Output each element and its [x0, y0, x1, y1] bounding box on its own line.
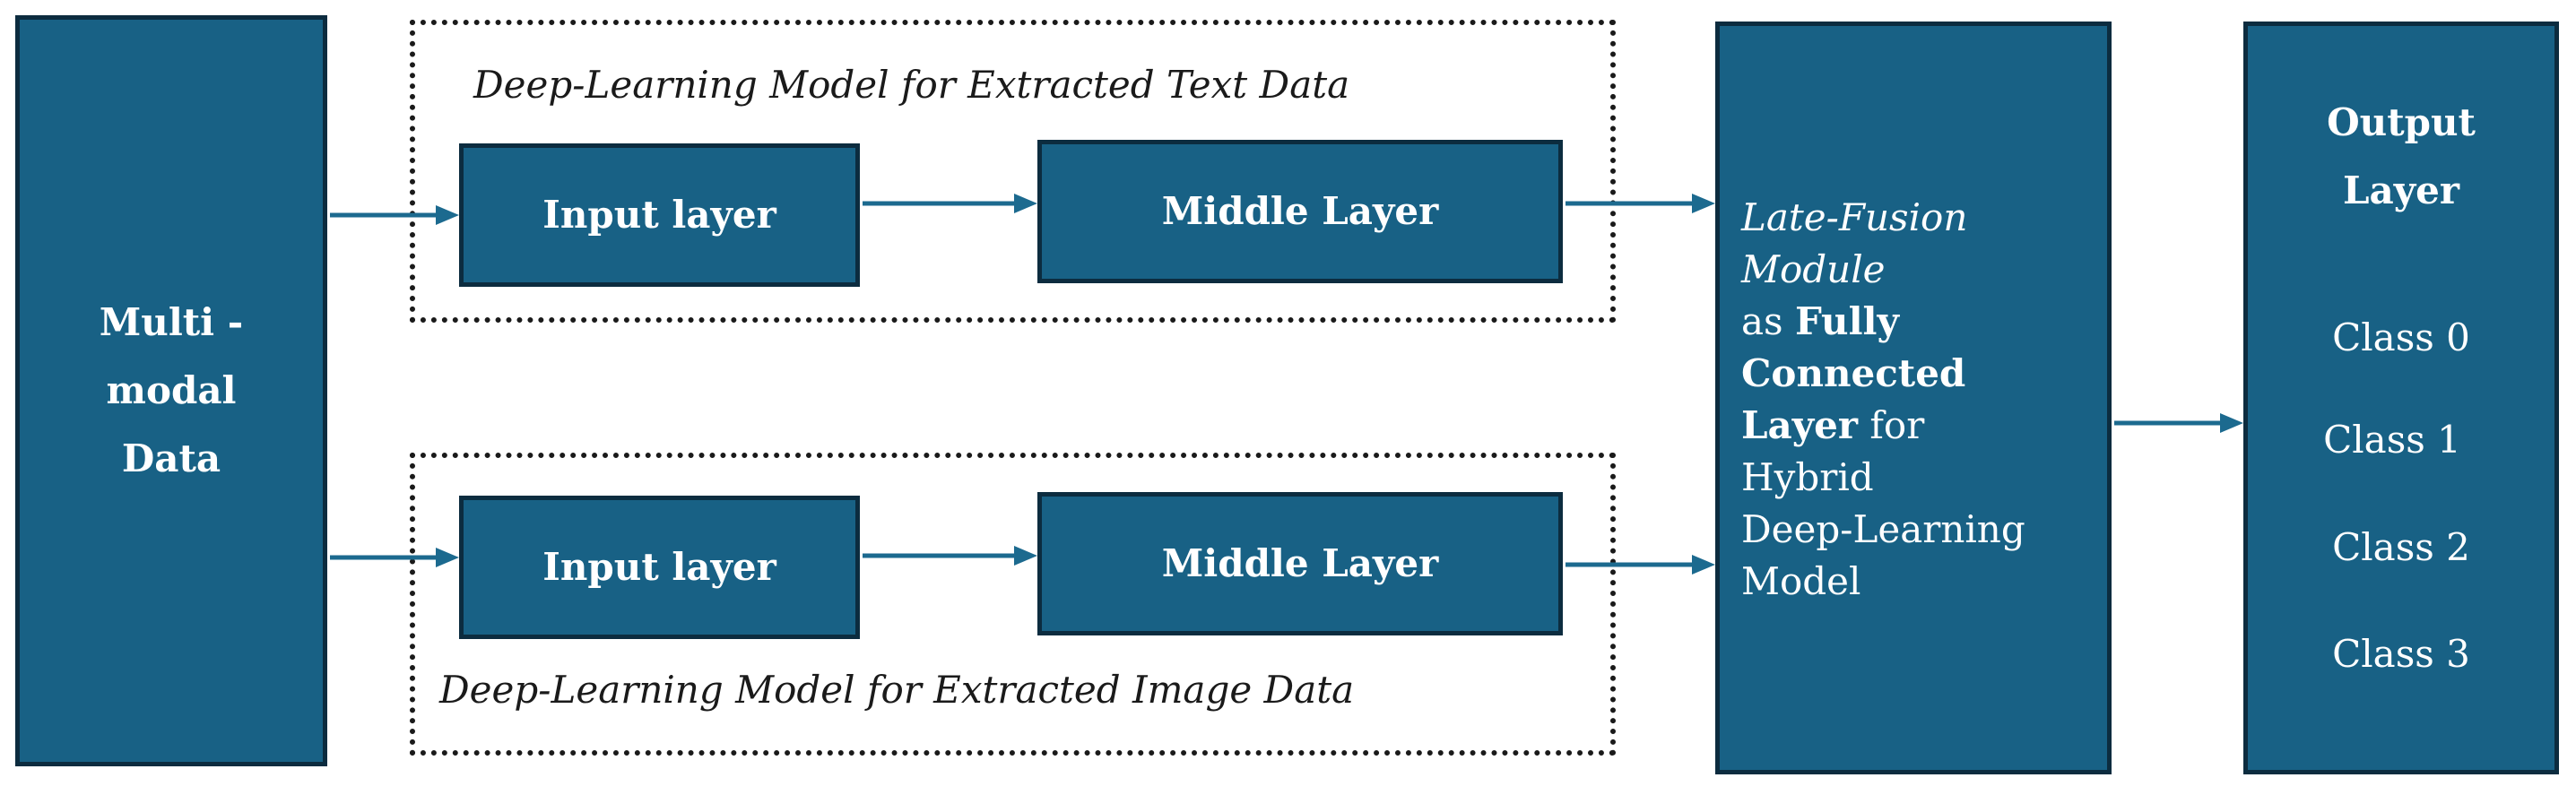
multimodal-line-1: Multi - — [99, 300, 244, 344]
output-class-1: Class 1 — [2323, 418, 2461, 462]
fusion-line-model: Model — [1741, 559, 1861, 603]
multimodal-data-label: Multi - modal Data — [20, 289, 323, 493]
arrowhead-7 — [2220, 413, 2243, 433]
fusion-line-hybrid: Hybrid — [1741, 455, 1874, 499]
image-model-group — [410, 453, 1616, 756]
output-class-3: Class 3 — [2332, 632, 2470, 676]
output-class-0: Class 0 — [2332, 315, 2470, 359]
multimodal-line-2: modal — [106, 368, 237, 412]
arrowhead-5 — [1014, 546, 1037, 566]
image-middle-layer-box: Middle Layer — [1037, 492, 1563, 635]
image-input-layer-box: Input layer — [459, 496, 860, 639]
fusion-word-layer: Layer — [1741, 403, 1858, 447]
fusion-line-connected: Connected — [1741, 348, 2098, 400]
fusion-line-late-fusion: Late-Fusion — [1741, 195, 1968, 239]
fusion-line-module: Module — [1741, 247, 1886, 291]
text-input-layer-box: Input layer — [459, 143, 860, 287]
fusion-line-deep-learning: Deep-Learning — [1741, 507, 2025, 551]
fusion-word-fully: Fully — [1794, 299, 1899, 343]
output-class-2: Class 2 — [2332, 525, 2470, 569]
output-layer-box: Output Layer Class 0 Class 1 Class 2 Cla… — [2243, 22, 2559, 774]
fusion-line-layer-for: Layer for — [1741, 400, 2098, 452]
image-input-layer-label: Input layer — [542, 544, 776, 589]
arrowhead-2 — [1014, 194, 1037, 213]
arrowhead-4 — [436, 548, 459, 567]
text-middle-layer-box: Middle Layer — [1037, 140, 1563, 283]
output-layer-title: Output Layer — [2248, 89, 2554, 225]
multimodal-data-box: Multi - modal Data — [15, 15, 327, 766]
text-model-group — [410, 20, 1616, 323]
arrowhead-1 — [436, 205, 459, 225]
arrowhead-3 — [1692, 194, 1715, 213]
late-fusion-module-text: Late-Fusion Module as Fully Connected La… — [1741, 192, 2098, 608]
output-title-line-1: Output — [2327, 100, 2476, 144]
image-middle-layer-label: Middle Layer — [1161, 540, 1439, 585]
text-input-layer-label: Input layer — [542, 192, 776, 237]
fusion-word-as: as — [1741, 299, 1783, 343]
late-fusion-module-box: Late-Fusion Module as Fully Connected La… — [1715, 22, 2112, 774]
image-model-caption: Deep-Learning Model for Extracted Image … — [439, 668, 1355, 712]
fusion-word-connected: Connected — [1741, 351, 1966, 395]
fusion-line-as-fully: as Fully — [1741, 296, 2098, 348]
text-middle-layer-label: Middle Layer — [1161, 188, 1439, 233]
fusion-word-for: for — [1869, 403, 1925, 447]
text-model-caption: Deep-Learning Model for Extracted Text D… — [473, 63, 1350, 107]
output-title-line-2: Layer — [2343, 169, 2459, 212]
multimodal-line-3: Data — [121, 436, 221, 480]
arrowhead-6 — [1692, 555, 1715, 575]
